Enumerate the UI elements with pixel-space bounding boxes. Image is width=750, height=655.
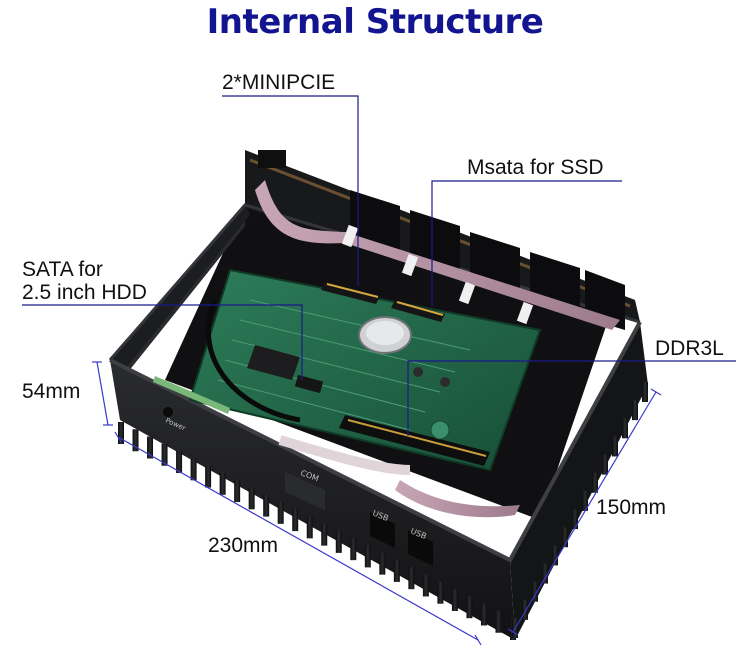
left-wall [110, 205, 250, 378]
side-fin [622, 418, 628, 439]
header-connector [258, 150, 286, 168]
front-io [153, 376, 433, 566]
side-fin [582, 490, 588, 511]
front-fin [132, 429, 139, 452]
callout-lines [22, 95, 736, 436]
front-fin [306, 516, 313, 539]
cmos-battery [358, 316, 412, 354]
ribbon-cable [255, 150, 620, 518]
front-fin [321, 523, 328, 546]
height-dimension-line [96, 361, 109, 426]
front-fin [437, 581, 444, 604]
front-fin [205, 465, 212, 488]
front-fin [393, 559, 400, 582]
front-fin [118, 422, 124, 444]
side-fin [642, 382, 648, 402]
front-fin [234, 480, 241, 503]
capacitors [413, 367, 450, 440]
side-fin [572, 509, 578, 530]
front-fin [263, 494, 270, 517]
page-title: Internal Structure [206, 2, 544, 42]
side-fin [632, 400, 638, 421]
usb-port-2 [408, 530, 433, 566]
front-fin [248, 487, 255, 510]
usb-port-1 [370, 512, 395, 548]
front-fin [466, 596, 473, 619]
side-fin [612, 436, 618, 457]
sata-callout-line [22, 304, 303, 380]
dimension-lines [92, 361, 662, 646]
front-fin [176, 451, 183, 474]
com-port [285, 472, 325, 510]
front-fin [350, 538, 357, 561]
sata-label-line2: 2.5 inch HDD [22, 281, 147, 304]
front-pcb-strip [153, 376, 230, 414]
power-button [163, 407, 173, 417]
front-fin [422, 574, 429, 597]
front-fin [495, 610, 502, 633]
front-fin [190, 458, 197, 481]
minipcie-callout-line [222, 95, 359, 286]
width-dimension-line [117, 436, 479, 641]
cable-ties [341, 224, 534, 325]
front-fin [335, 530, 342, 553]
motherboard [188, 268, 542, 472]
front-fin [292, 509, 299, 532]
front-fin [147, 436, 154, 459]
side-fin [592, 472, 598, 493]
front-fin [451, 588, 458, 611]
right-side-panel [510, 322, 648, 640]
msata-label: Msata for SSD [467, 156, 604, 179]
side-fin [602, 454, 608, 475]
depth-dimension-line [512, 391, 657, 633]
ddr-label: DDR3L [655, 337, 724, 360]
msata-callout-line [431, 180, 622, 306]
ddr3l-slot [339, 415, 490, 466]
msata-slot [391, 300, 445, 322]
front-fin [480, 603, 487, 626]
side-fin [542, 563, 548, 584]
minipcie-slot [321, 282, 380, 304]
front-fin [364, 545, 371, 568]
chipset [247, 345, 300, 380]
depth-label: 150mm [596, 496, 667, 519]
antenna-cable [205, 299, 301, 423]
width-label: 230mm [208, 534, 279, 557]
front-fin [379, 552, 386, 575]
front-fin [219, 472, 226, 495]
height-label: 54mm [22, 380, 81, 403]
sata-label-line1: SATA for [22, 258, 103, 281]
front-fin [277, 501, 284, 524]
ddr-callout-line [407, 360, 736, 436]
side-fin [562, 527, 568, 548]
side-fin [552, 545, 558, 566]
side-fin [522, 599, 528, 620]
front-fin [408, 567, 415, 590]
front-fin [161, 443, 168, 466]
minipcie-label: 2*MINIPCIE [222, 71, 336, 94]
side-fin [532, 581, 538, 602]
